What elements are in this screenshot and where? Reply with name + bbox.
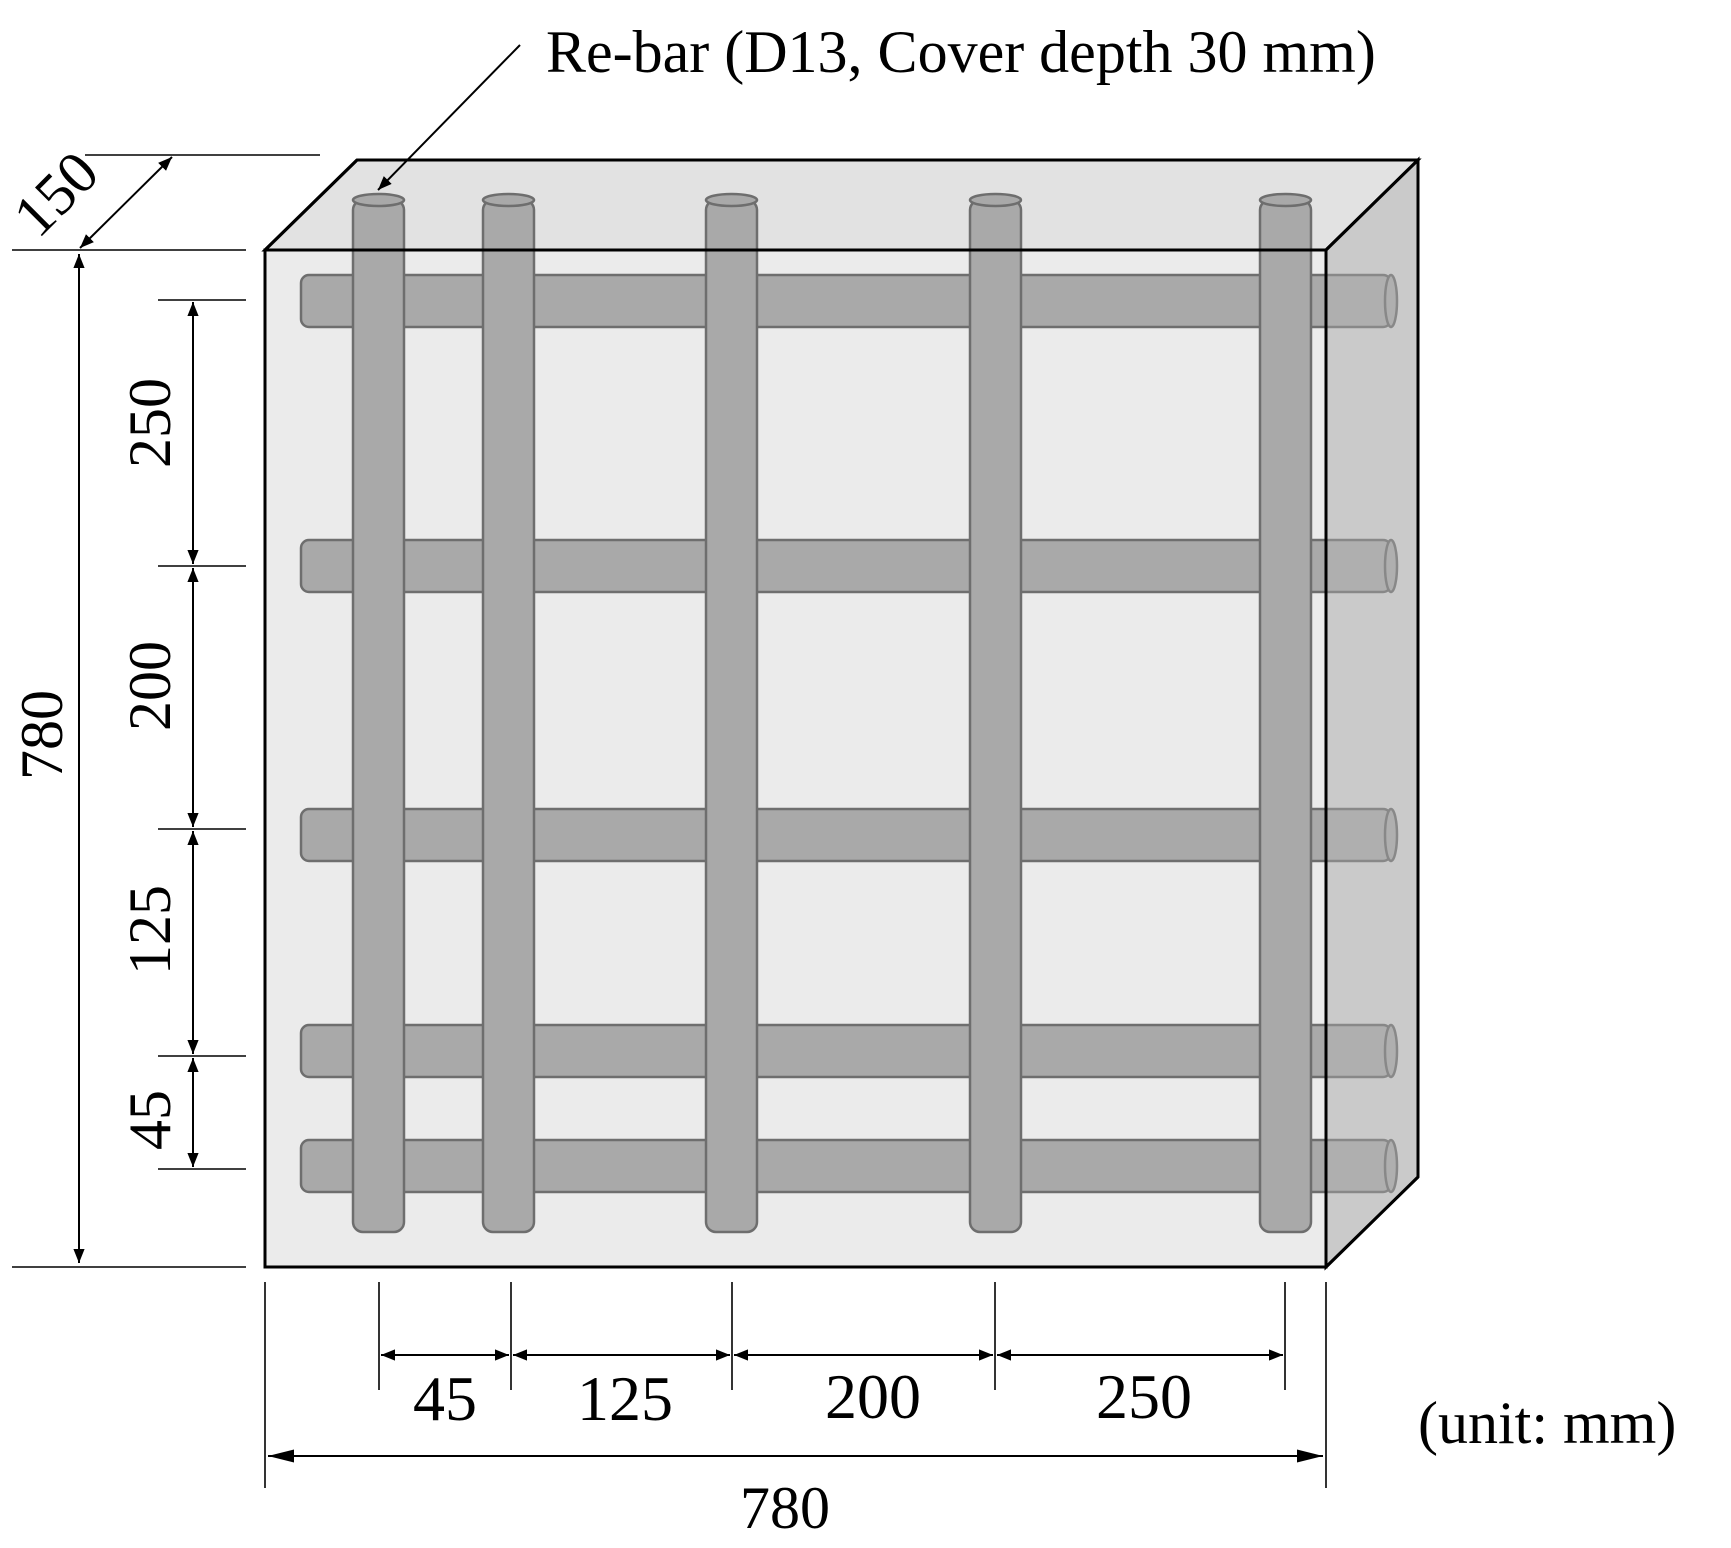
horizontal-rebar-4 bbox=[299, 1023, 1399, 1079]
vertical-rebar-2 bbox=[481, 192, 536, 1234]
horizontal-rebar-5 bbox=[299, 1138, 1399, 1194]
vertical-spacing-label-1: 250 bbox=[117, 378, 183, 468]
overall-width-label: 780 bbox=[740, 1475, 830, 1541]
horizontal-rebar-1 bbox=[299, 273, 1399, 329]
vertical-rebar-5 bbox=[1258, 192, 1313, 1234]
vertical-rebar-4 bbox=[968, 192, 1023, 1234]
concrete-block-front bbox=[263, 158, 1420, 1269]
overall-width-dimension bbox=[264, 1282, 1327, 1488]
vertical-spacing-label-3: 125 bbox=[117, 885, 183, 975]
unit-note: (unit: mm) bbox=[1418, 1390, 1676, 1456]
horizontal-spacing-label-2: 125 bbox=[577, 1363, 673, 1434]
overall-height-label: 780 bbox=[9, 690, 75, 780]
concrete-top-face bbox=[261, 158, 1422, 252]
concrete-front-face-outline bbox=[263, 248, 1328, 1269]
horizontal-spacing-label-1: 45 bbox=[413, 1363, 477, 1434]
side-face-overlay bbox=[1326, 160, 1418, 1267]
rebar-note: Re-bar (D13, Cover depth 30 mm) bbox=[546, 19, 1376, 85]
vertical-rebar-1 bbox=[351, 192, 406, 1234]
horizontal-rebars bbox=[299, 273, 1399, 1194]
horizontal-rebar-3 bbox=[299, 807, 1399, 863]
horizontal-spacing-label-3: 200 bbox=[825, 1361, 921, 1432]
rebar-note-leader bbox=[377, 44, 521, 191]
concrete-front-face-fill bbox=[265, 250, 1326, 1267]
vertical-spacing-label-2: 200 bbox=[117, 641, 183, 731]
vertical-spacing-label-4: 45 bbox=[117, 1090, 183, 1150]
vertical-spacing-dimension bbox=[158, 299, 246, 1170]
vertical-rebar-3 bbox=[704, 192, 759, 1234]
horizontal-rebar-2 bbox=[299, 538, 1399, 594]
vertical-rebars bbox=[351, 192, 1313, 1234]
depth-dimension bbox=[12, 154, 320, 251]
overall-height-dimension bbox=[12, 254, 246, 1268]
horizontal-spacing-label-4: 250 bbox=[1096, 1361, 1192, 1432]
horizontal-spacing-dimension bbox=[378, 1282, 1286, 1390]
